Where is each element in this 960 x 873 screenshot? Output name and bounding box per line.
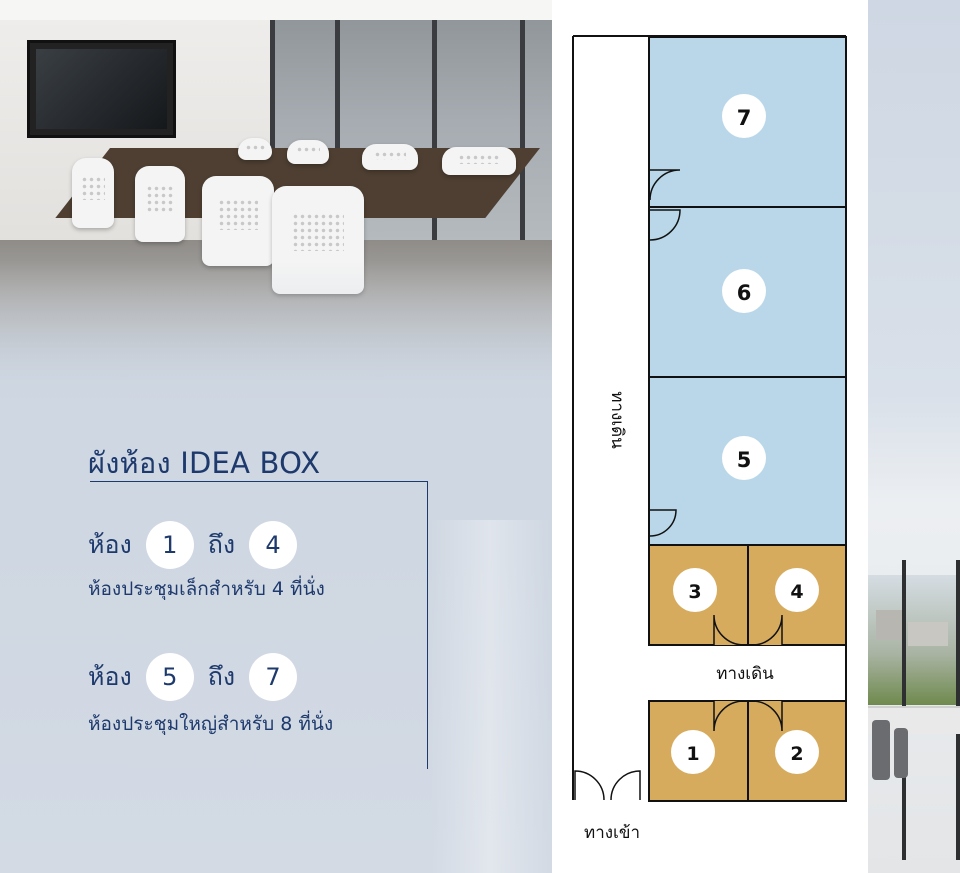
room-word: ห้อง: [88, 662, 132, 691]
chair: [362, 144, 418, 170]
legend-divider: [90, 481, 427, 482]
wall-tv: [27, 40, 176, 138]
entrance-label: ทางเข้า: [584, 823, 640, 843]
chair: [72, 158, 114, 228]
range-end-badge: 4: [249, 521, 298, 569]
small-rooms-description: ห้องประชุมเล็กสำหรับ 4 ที่นั่ง: [88, 578, 325, 600]
hallway-label: ทางเดิน: [716, 664, 774, 684]
legend-vertical-divider: [427, 481, 428, 769]
building: [908, 622, 948, 646]
right-photo-strip: [868, 0, 960, 873]
room-badge-circle: [775, 568, 819, 612]
large-rooms-description: ห้องประชุมใหญ่สำหรับ 8 ที่นั่ง: [88, 713, 334, 735]
glass-door-reflection: [430, 520, 550, 873]
entrance-door-left: [574, 770, 605, 801]
door-room-6: [649, 209, 681, 241]
chair: [135, 166, 185, 242]
room-6-label: 6: [737, 281, 752, 305]
room-2-label: 2: [790, 743, 803, 765]
room-3-label: 3: [688, 581, 701, 603]
room-badges: 7 6 5 3 4 1 2: [671, 94, 819, 774]
range-start-badge: 1: [145, 521, 194, 569]
range-to-word: ถึง: [207, 662, 236, 691]
floor-plan: 7 6 5 3 4 1 2 ทางเดิน ทางเดิน ทางเข้า: [572, 35, 847, 843]
range-start-badge: 5: [145, 653, 194, 701]
chair: [238, 138, 272, 160]
chair: [894, 728, 908, 778]
door-room-1: [713, 700, 745, 732]
room-badge-circle: [722, 94, 766, 138]
door-room-2: [751, 700, 783, 732]
room-5-label: 5: [737, 448, 752, 472]
room-1-label: 1: [686, 743, 699, 765]
room-badge-circle: [722, 269, 766, 313]
room-badge-circle: [722, 436, 766, 480]
chair: [442, 147, 516, 175]
legend-title: ผังห้อง IDEA BOX: [88, 446, 321, 480]
room-7-label: 7: [737, 106, 752, 130]
room-4-label: 4: [790, 581, 803, 603]
ceiling: [0, 0, 552, 20]
door-room-5: [649, 509, 677, 537]
large-rooms-range: ห้อง 5 ถึง 7: [88, 651, 298, 703]
corridor-label: ทางเดิน: [607, 391, 627, 449]
range-end-badge: 7: [249, 653, 298, 701]
room-badge-circle: [671, 730, 715, 774]
floor-plan-panel: 7 6 5 3 4 1 2 ทางเดิน ทางเดิน ทางเข้า: [552, 0, 868, 873]
room-word: ห้อง: [88, 530, 132, 559]
door-room-3: [713, 614, 745, 646]
range-to-word: ถึง: [207, 530, 236, 559]
chair: [287, 140, 329, 164]
door-room-7: [649, 169, 681, 201]
chair: [872, 720, 890, 780]
building: [876, 610, 902, 640]
room-badge-circle: [673, 568, 717, 612]
door-room-4: [751, 614, 783, 646]
left-photo-panel: ผังห้อง IDEA BOX ห้อง 1 ถึง 4 ห้องประชุม…: [0, 0, 552, 873]
entrance-door-right: [610, 770, 641, 801]
chair: [202, 176, 274, 266]
room-badge-circle: [775, 730, 819, 774]
small-rooms-range: ห้อง 1 ถึง 4: [88, 519, 298, 571]
